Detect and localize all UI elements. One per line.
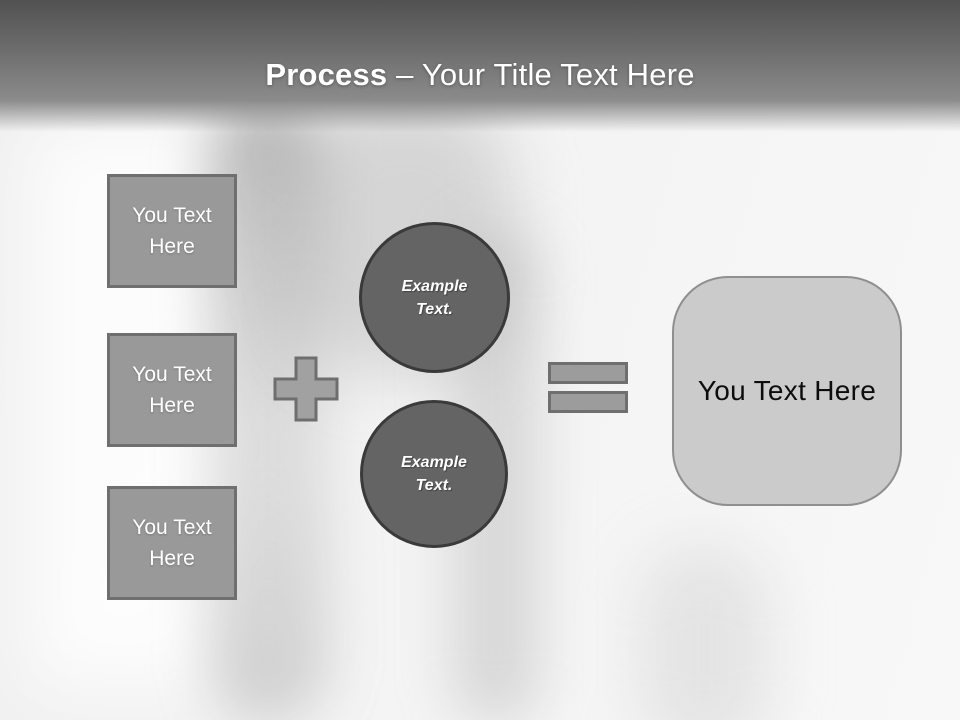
header-banner: Process – Your Title Text Here (0, 0, 960, 134)
equals-icon[interactable] (548, 362, 628, 384)
left-text-box-3[interactable]: You Text Here (107, 486, 237, 600)
result-label: You Text Here (697, 375, 877, 406)
circle-label-line1: Example (401, 454, 467, 471)
equals-icon[interactable] (548, 391, 628, 413)
circle-label-line1: Example (401, 277, 468, 295)
left-text-box-1[interactable]: You Text Here (107, 174, 237, 288)
result-text-box[interactable]: You Text Here (672, 276, 902, 506)
plus-shape (273, 356, 339, 422)
circle-label-line2: Text. (416, 300, 453, 318)
background-blur-streak (640, 545, 770, 720)
circle-label-line2: Text. (415, 477, 453, 494)
box-label: You Text Here (132, 516, 212, 570)
slide-title[interactable]: Process – Your Title Text Here (0, 54, 960, 96)
example-circle-2[interactable]: Example Text. (360, 400, 508, 548)
title-rest-text: – Your Title Text Here (387, 57, 695, 92)
plus-icon[interactable] (272, 355, 340, 423)
left-text-box-2[interactable]: You Text Here (107, 333, 237, 447)
title-emphasis-text: Process (265, 57, 388, 92)
example-circle-1[interactable]: Example Text. (359, 222, 510, 373)
box-label: You Text Here (132, 363, 212, 417)
box-label: You Text Here (132, 204, 212, 258)
